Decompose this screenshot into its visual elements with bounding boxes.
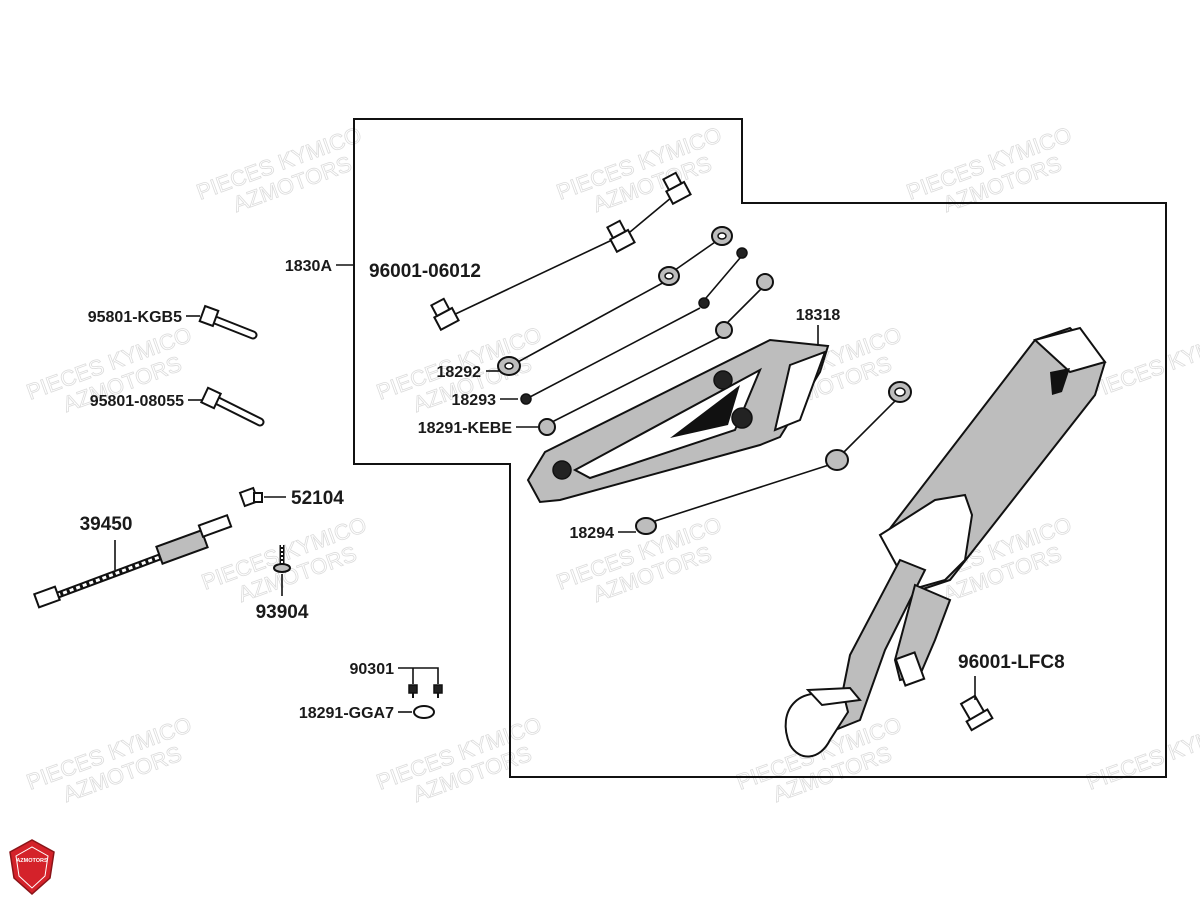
nut-18293-group[interactable] [520, 247, 748, 405]
bolt-95801-08055-icon[interactable] [199, 386, 265, 427]
washer-18294-icon [825, 449, 849, 471]
nut-18293-icon [520, 393, 532, 405]
washer-18292-group[interactable] [497, 226, 733, 376]
ring-18291-gga7-icon[interactable] [413, 705, 435, 719]
label-96001-06012[interactable]: 96001-06012 [369, 261, 481, 282]
bolt-95801-kgb5-icon[interactable] [198, 304, 258, 340]
label-96001-lfc8[interactable]: 96001-LFC8 [958, 652, 1065, 673]
label-93904[interactable]: 93904 [256, 602, 309, 623]
azmotors-logo: AZMOTORS [9, 839, 55, 896]
sensor-39450-icon[interactable] [32, 513, 233, 609]
logo-text: AZMOTORS [16, 858, 48, 864]
label-18293[interactable]: 18293 [452, 392, 497, 409]
bolt-96001-lfc8-icon[interactable] [958, 694, 994, 732]
label-18318[interactable]: 18318 [796, 307, 841, 324]
label-95801-08055[interactable]: 95801-08055 [90, 393, 184, 410]
assembly-outline [353, 118, 1167, 778]
nut-18293-icon [698, 297, 710, 309]
label-18294[interactable]: 18294 [570, 525, 615, 542]
label-39450[interactable]: 39450 [80, 514, 133, 535]
grommet-18291-kebe-group[interactable] [538, 273, 774, 436]
heat-shield-18318[interactable] [526, 338, 830, 504]
screw-93904-icon[interactable] [273, 545, 291, 573]
washer-18294-group[interactable] [635, 381, 912, 535]
grommet-18291-kebe-icon [715, 321, 733, 339]
label-18291-gga7[interactable]: 18291-GGA7 [299, 705, 394, 722]
bolt-96001-06012-icon [430, 297, 460, 332]
bolt-96001-06012-group[interactable] [429, 171, 692, 332]
label-18291-kebe[interactable]: 18291-KEBE [418, 420, 513, 437]
watermark-line1: PIECES KYMICO [1083, 712, 1200, 795]
bolt-96001-06012-icon [606, 219, 636, 254]
label-90301[interactable]: 90301 [350, 661, 395, 678]
pins-90301-group[interactable] [398, 667, 443, 698]
muffler[interactable] [784, 326, 1107, 758]
cap-52104-icon[interactable] [238, 486, 263, 508]
label-1830a[interactable]: 1830A [285, 258, 333, 275]
label-18292[interactable]: 18292 [437, 364, 482, 381]
grommet-18291-kebe-icon [756, 273, 774, 291]
label-95801-kgb5[interactable]: 95801-KGB5 [88, 309, 182, 326]
nut-18293-icon [736, 247, 748, 259]
label-52104[interactable]: 52104 [291, 488, 344, 509]
washer-18294-icon [635, 517, 657, 535]
bolt-96001-06012-icon [662, 171, 692, 206]
grommet-18291-kebe-icon [538, 418, 556, 436]
